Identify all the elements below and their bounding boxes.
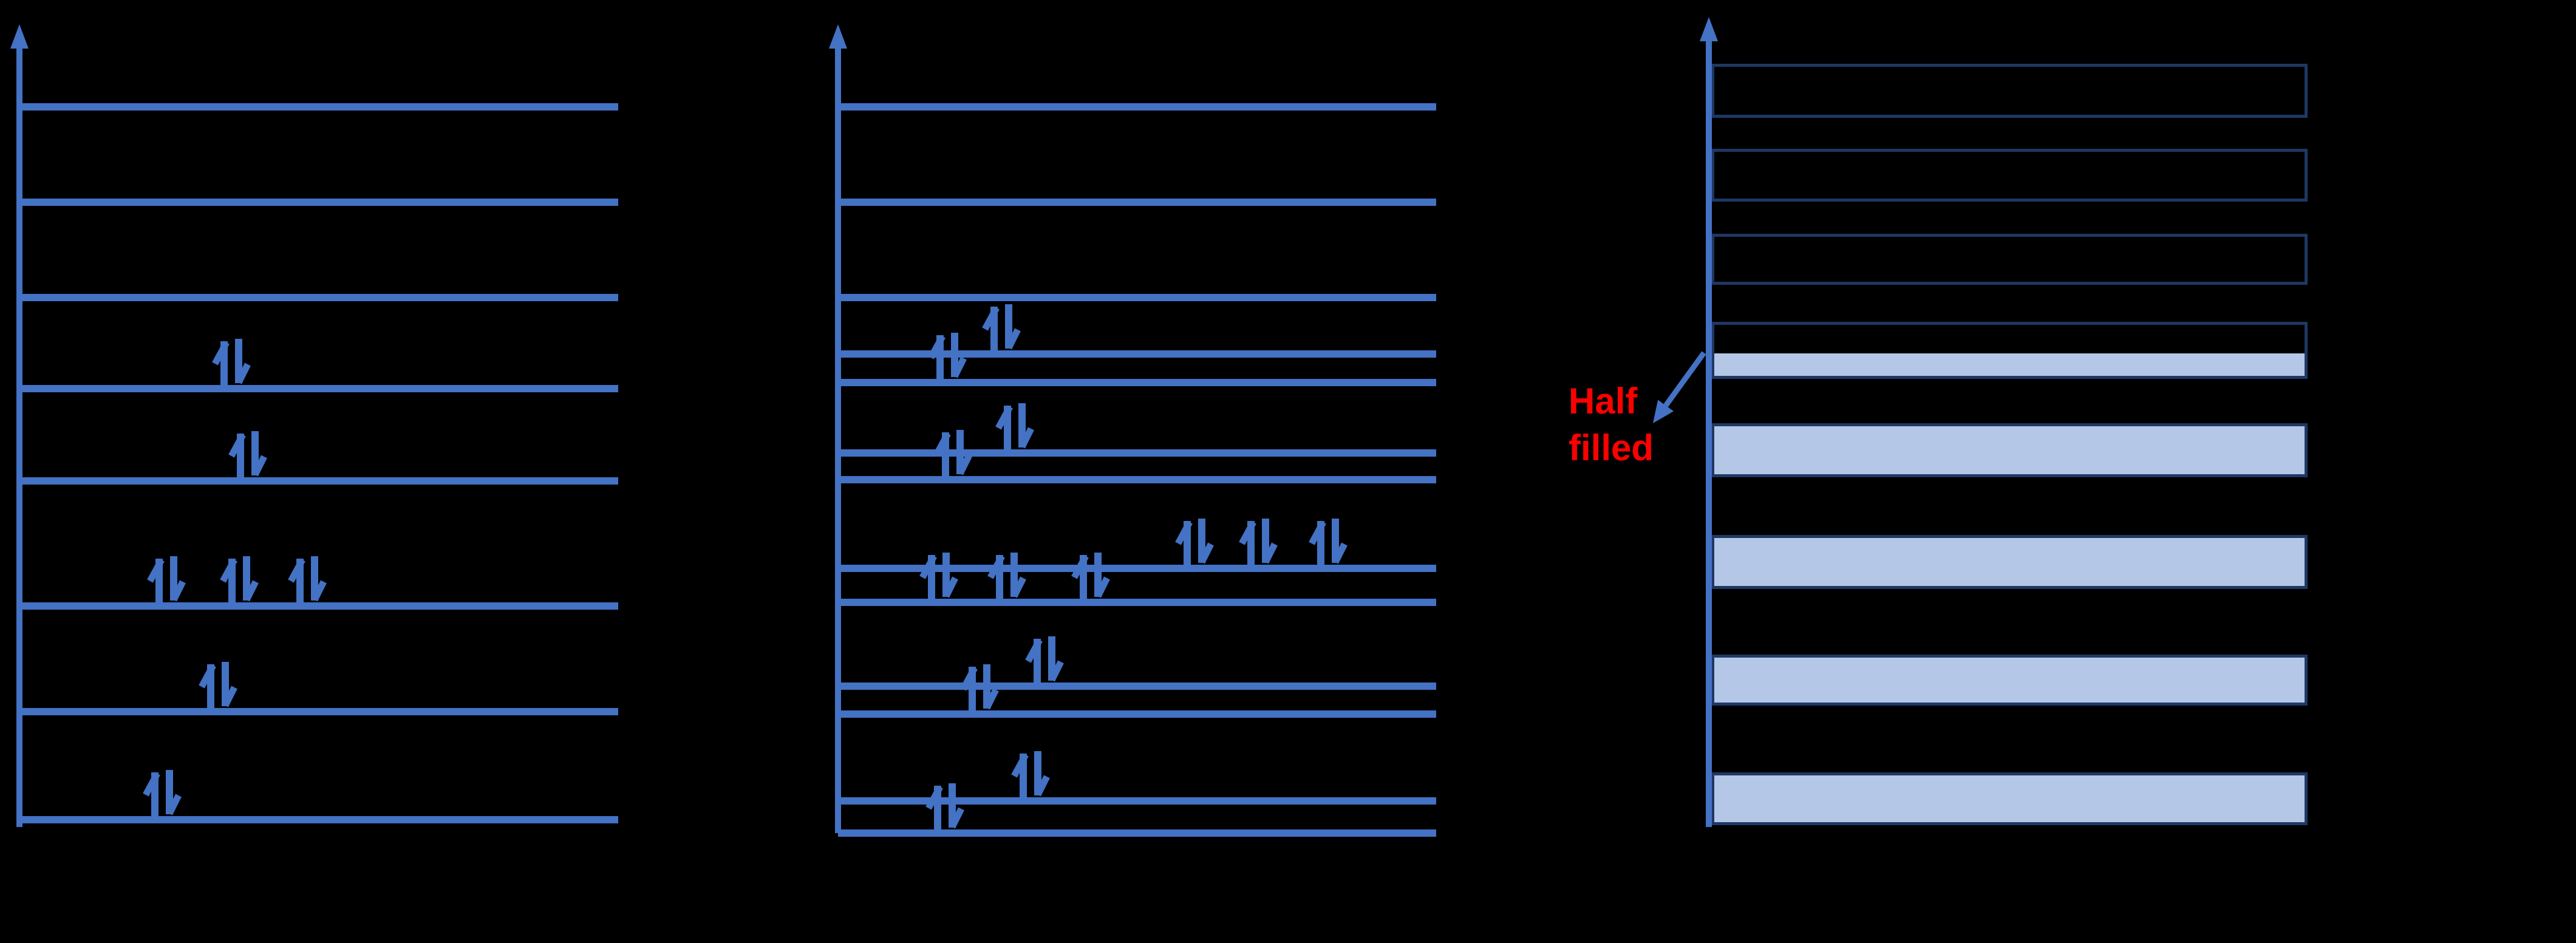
energy-band	[1711, 423, 2308, 477]
energy-level	[19, 199, 618, 206]
energy-level	[838, 599, 1436, 606]
energy-axis	[835, 44, 841, 833]
energy-band	[1711, 149, 2308, 202]
energy-axis	[1706, 36, 1712, 827]
electron-pair-icon	[928, 333, 967, 379]
electron-pair-icon	[143, 770, 182, 816]
electron-pair-icon	[982, 304, 1021, 350]
electron-pair-icon	[1011, 751, 1050, 797]
electron-pair-icon	[995, 403, 1034, 449]
half-filled-label: Half filled	[1569, 378, 1654, 471]
energy-band	[1711, 772, 2308, 825]
electron-pair-icon	[228, 431, 267, 477]
energy-level	[19, 385, 618, 392]
electron-pair-icon	[1309, 519, 1348, 565]
electron-pair-icon	[925, 783, 964, 829]
energy-level	[838, 710, 1436, 718]
electron-pair-icon	[1025, 636, 1064, 683]
half-filled-label-line2: filled	[1569, 427, 1654, 468]
energy-level	[838, 379, 1436, 386]
electron-pair-icon	[933, 430, 972, 476]
electron-pair-icon	[987, 553, 1026, 599]
axis-arrowhead-icon	[829, 24, 847, 49]
energy-band	[1711, 234, 2308, 285]
energy-band	[1711, 64, 2308, 118]
electron-pair-icon	[1175, 519, 1214, 565]
electron-pair-icon	[288, 556, 327, 602]
axis-arrowhead-icon	[10, 24, 29, 49]
electron-pair-icon	[199, 662, 237, 708]
energy-level	[838, 449, 1436, 457]
energy-level	[19, 708, 618, 715]
energy-level	[19, 294, 618, 301]
electron-pair-icon	[919, 553, 958, 599]
electron-pair-icon	[220, 556, 259, 602]
energy-level	[19, 477, 618, 485]
energy-band	[1711, 655, 2308, 706]
energy-axis	[16, 44, 22, 827]
energy-band	[1711, 535, 2308, 589]
electron-pair-icon	[1239, 519, 1278, 565]
electron-pair-icon	[1071, 553, 1110, 599]
electron-pair-icon	[212, 339, 251, 385]
band-half-fill	[1714, 353, 2305, 376]
energy-level	[838, 797, 1436, 805]
energy-level	[838, 829, 1436, 837]
half-filled-label-line1: Half	[1569, 381, 1638, 421]
energy-level	[19, 816, 618, 823]
electron-pair-icon	[960, 664, 999, 710]
electron-pair-icon	[147, 556, 186, 602]
energy-band	[1711, 322, 2308, 379]
axis-arrowhead-icon	[1700, 17, 1718, 41]
energy-level	[838, 350, 1436, 358]
energy-level	[838, 294, 1436, 301]
energy-level	[838, 199, 1436, 206]
energy-level	[19, 602, 618, 610]
energy-level	[19, 103, 618, 111]
energy-level	[838, 476, 1436, 483]
energy-level	[838, 103, 1436, 111]
energy-level	[838, 565, 1436, 572]
